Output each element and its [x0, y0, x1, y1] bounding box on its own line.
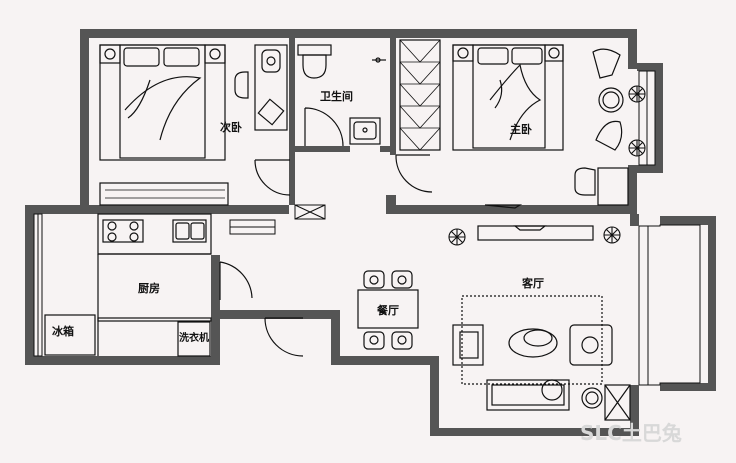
kitchen — [44, 213, 253, 357]
second-bedroom — [99, 44, 291, 206]
walls — [25, 29, 716, 436]
label-bathroom: 卫生间 — [320, 89, 353, 103]
plant-icon — [448, 85, 646, 246]
label-kitchen: 厨房 — [138, 281, 160, 295]
label-living-room: 客厅 — [521, 276, 544, 290]
label-washer: 洗衣机 — [179, 331, 209, 344]
corridor — [229, 204, 326, 235]
living-room — [452, 225, 631, 421]
master-bedroom — [395, 39, 629, 209]
label-dining-room: 餐厅 — [376, 303, 399, 317]
label-fridge: 冰箱 — [52, 324, 74, 338]
label-second-bedroom: 次卧 — [220, 120, 242, 134]
label-master-bedroom: 主卧 — [510, 122, 532, 136]
bathroom — [297, 44, 386, 147]
windows — [33, 70, 701, 386]
watermark: SLC土巴兔 — [580, 421, 682, 445]
dining-area — [264, 270, 419, 357]
